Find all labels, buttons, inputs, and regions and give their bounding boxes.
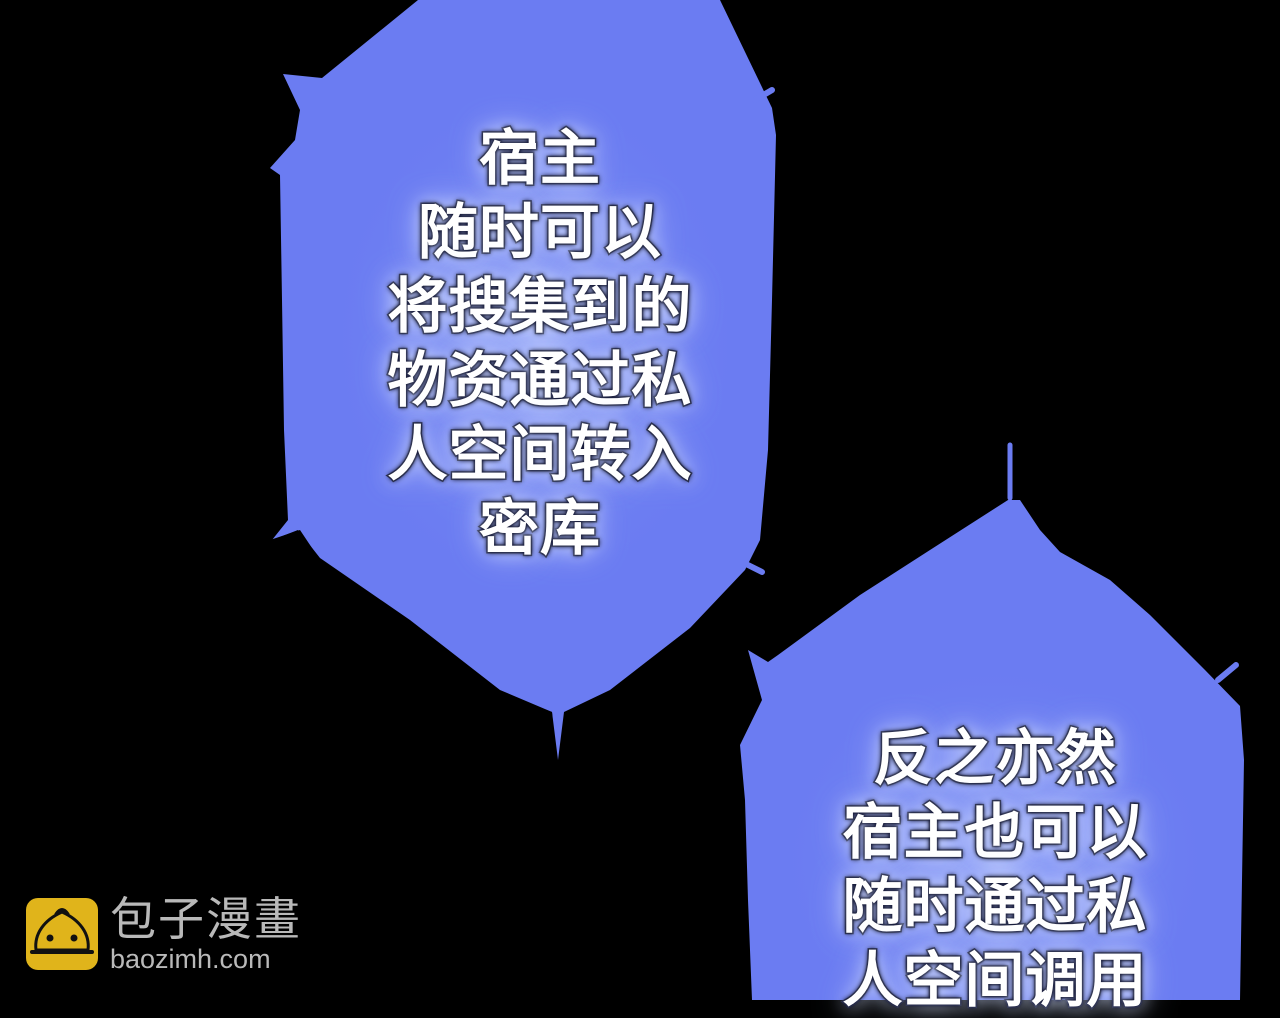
bubble-2-line: 反之亦然 <box>872 723 1118 796</box>
bubble-1-text: 宿主 随时可以 将搜集到的 物资通过私 人空间转入 密库 <box>360 122 720 566</box>
bubble-2-line: 随时通过私 <box>841 871 1148 944</box>
bubble-1-line: 将搜集到的 <box>386 271 693 344</box>
steamed-bun-icon <box>26 898 98 970</box>
watermark: 包子漫畫 baozimh.com <box>26 894 302 974</box>
bubble-1-line: 密库 <box>478 493 602 566</box>
bubble-1-line: 宿主 <box>478 123 602 196</box>
bubble-2-line: 人空间调用 <box>841 945 1148 1018</box>
bubble-2-text: 反之亦然 宿主也可以 随时通过私 人空间调用 <box>810 722 1180 1018</box>
bubble-2-line: 宿主也可以 <box>841 797 1148 870</box>
watermark-url: baozimh.com <box>110 944 271 974</box>
speech-bubble-1 <box>270 0 776 760</box>
bubble-1-line: 人空间转入 <box>386 419 693 492</box>
silhouette-shape <box>270 530 556 760</box>
watermark-name: 包子漫畫 <box>110 892 302 946</box>
speech-bubble-2 <box>740 442 1244 1000</box>
bubble-1-line: 随时可以 <box>417 197 663 270</box>
bubble-1-line: 物资通过私 <box>386 345 693 418</box>
